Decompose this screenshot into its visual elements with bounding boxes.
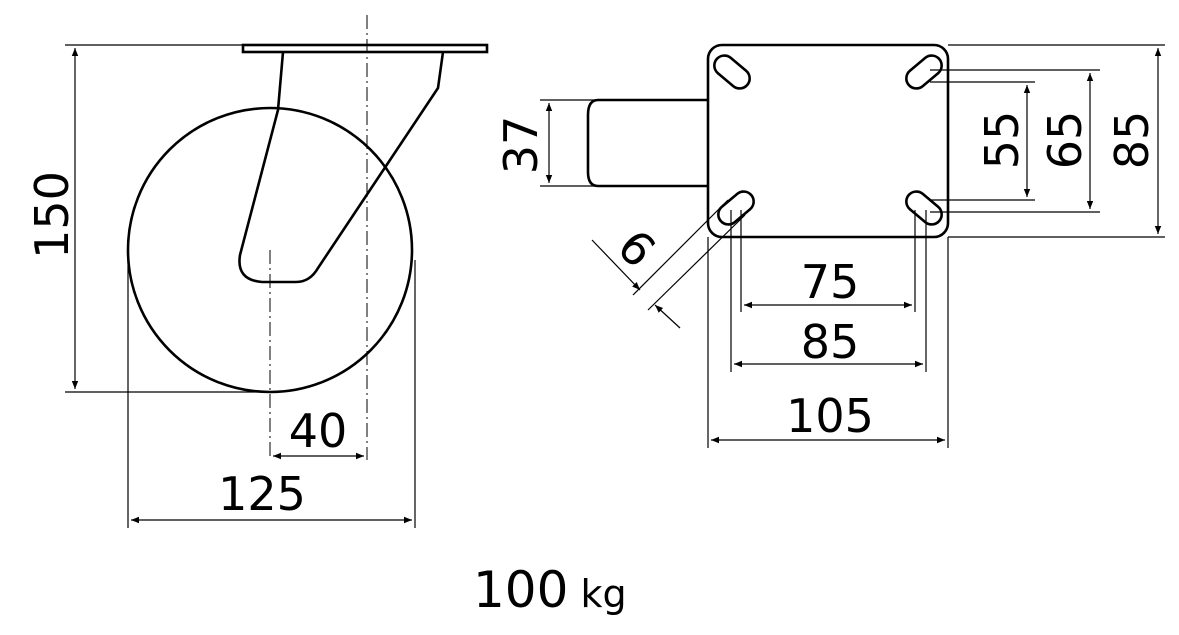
height-label: 150 [25,171,79,259]
hole-spacing-x-inner-label: 75 [801,255,860,309]
plate-width-label: 105 [786,389,874,443]
top-view: 37 9 55 65 85 75 85 105 [494,43,1165,448]
load-unit: kg [580,572,626,616]
side-view: 150 40 125 [25,15,489,528]
wheel-diameter-label: 125 [218,467,306,521]
slot-holes [713,54,943,226]
hole-label: 9 [608,218,667,277]
load-capacity: 100 kg [473,561,627,619]
hole-spacing-y-inner-label: 55 [975,111,1029,170]
stem-label: 37 [494,116,548,175]
hole-spacing-x-label: 85 [801,315,860,369]
mounting-plate [706,43,950,239]
fork [238,51,445,284]
top-plate [241,43,489,54]
plate-height-label: 85 [1105,111,1159,170]
stem [586,98,708,188]
load-value: 100 [473,561,568,619]
offset-label: 40 [289,404,348,458]
hole-spacing-y-label: 65 [1038,111,1092,170]
